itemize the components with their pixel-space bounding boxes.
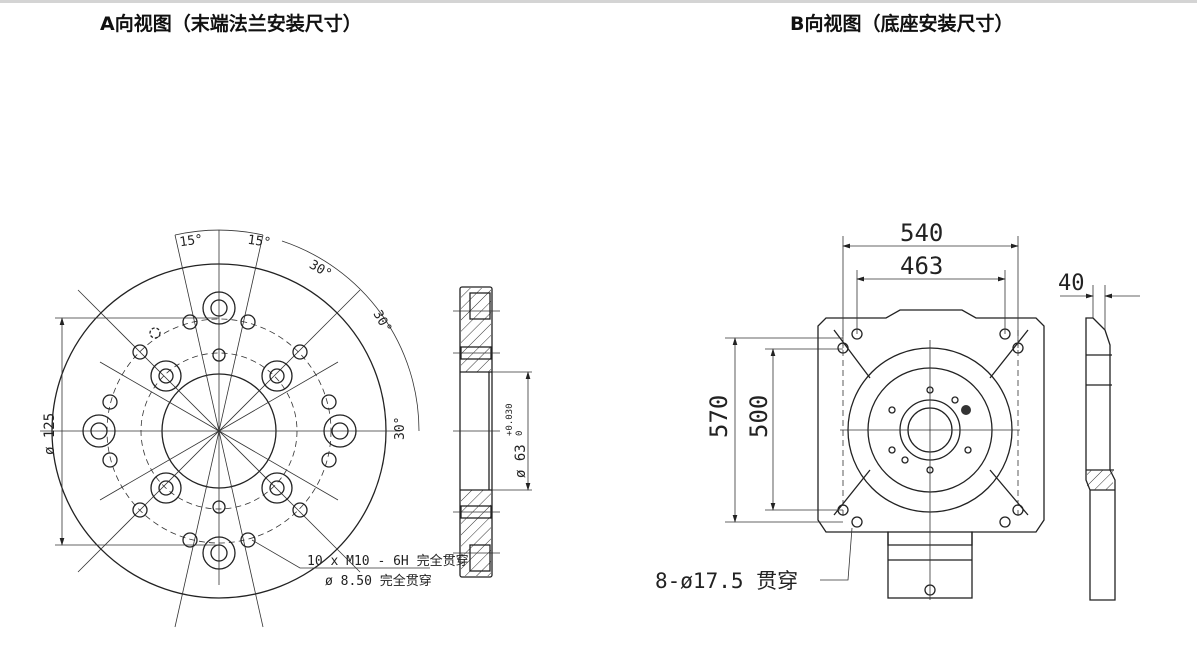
height-inner-dimension: 500 — [745, 395, 773, 438]
angle-label: 30° — [393, 417, 408, 440]
height-outer-dimension: 570 — [705, 395, 733, 438]
top-divider — [0, 0, 1197, 3]
bore-diameter: ø 63 — [513, 444, 529, 478]
view-b-title: B向视图（底座安装尺寸） — [790, 13, 1014, 35]
thread-note: 10 x M10 - 6H 完全贯穿 — [307, 553, 469, 569]
angle-label: 30° — [306, 257, 334, 282]
angle-label: 15° — [247, 233, 272, 251]
mounting-holes-note: 8-ø17.5 贯穿 — [655, 569, 798, 593]
width-outer-dimension: 540 — [900, 219, 943, 247]
bore-tolerance-upper: +0.030 — [505, 403, 515, 436]
angle-label: 30° — [370, 308, 395, 336]
flange-front-view — [40, 229, 430, 628]
flange-section-view — [453, 286, 532, 578]
base-side-view — [1060, 285, 1140, 601]
thickness-dimension: 40 — [1058, 271, 1085, 296]
base-front-view — [725, 236, 1045, 600]
hole-note: ø 8.50 完全贯穿 — [325, 573, 432, 589]
bore-tolerance-lower: 0 — [515, 431, 525, 436]
angle-label: 15° — [179, 232, 204, 250]
bolt-circle-diameter: ø 125 — [42, 413, 58, 455]
view-a-title: A向视图（末端法兰安装尺寸） — [100, 13, 362, 35]
width-inner-dimension: 463 — [900, 252, 943, 280]
